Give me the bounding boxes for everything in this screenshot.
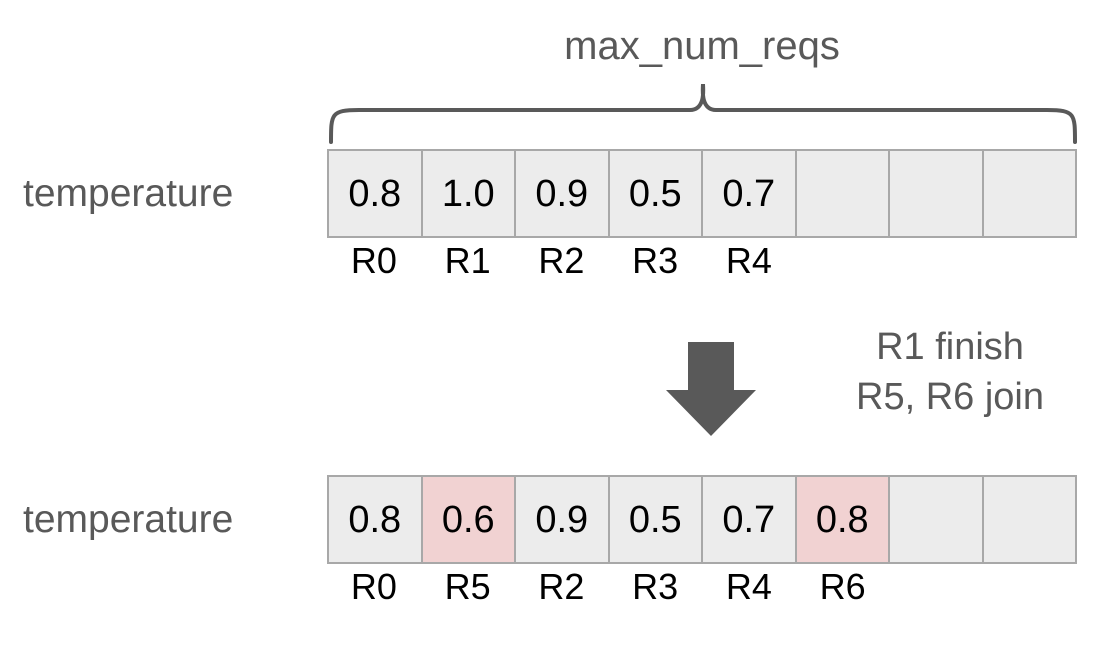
tick-label: R5: [444, 566, 491, 607]
array-cell[interactable]: 0.5: [609, 477, 703, 562]
tick-label: R4: [725, 566, 772, 607]
array-cell[interactable]: 0.7: [703, 151, 797, 236]
tick-label: [890, 241, 984, 281]
array-cell[interactable]: 1.0: [422, 151, 516, 236]
array-cell[interactable]: [983, 151, 1075, 236]
annotation-line-2: R5, R6 join: [856, 376, 1044, 418]
array-cell[interactable]: 0.9: [516, 477, 610, 562]
array-cell[interactable]: [890, 151, 984, 236]
annotation-line-1: R1 finish: [876, 326, 1024, 368]
bracket-label: max_num_reqs: [564, 24, 840, 68]
array-cell[interactable]: [796, 151, 890, 236]
tick-label: R0: [350, 566, 397, 607]
array-cell[interactable]: 0.8: [329, 477, 423, 562]
tick-label: R3: [632, 566, 679, 607]
array-cells-before: 0.8 1.0 0.9 0.5 0.7: [327, 149, 1077, 238]
array-ticks-before: R0 R1 R2 R3 R4: [327, 241, 1077, 281]
array-cell-highlighted[interactable]: 0.8: [796, 477, 890, 562]
array-cell[interactable]: [983, 477, 1075, 562]
tick-label: R6: [819, 566, 866, 607]
tick-label: [796, 241, 890, 281]
array-row-after: temperature 0.8 0.6 0.9 0.5 0.7 0.8 R0 R…: [0, 475, 1110, 606]
array-cell[interactable]: [890, 477, 984, 562]
down-arrow-icon: [666, 342, 756, 436]
row-label-before: temperature: [23, 172, 234, 215]
array-row-before: temperature 0.8 1.0 0.9 0.5 0.7 R0 R1 R2…: [0, 149, 1110, 280]
tick-label: R2: [538, 566, 585, 607]
array-ticks-after: R0 R5 R2 R3 R4 R6: [327, 567, 1077, 607]
array-cell[interactable]: 0.5: [609, 151, 703, 236]
transition-annotation: R1 finish R5, R6 join: [800, 322, 1100, 422]
tick-label: [983, 241, 1077, 281]
array-cell[interactable]: 0.7: [703, 477, 797, 562]
array-cells-after: 0.8 0.6 0.9 0.5 0.7 0.8: [327, 475, 1077, 564]
tick-label: R3: [632, 240, 679, 281]
array-cell[interactable]: 0.8: [329, 151, 423, 236]
array-cell-highlighted[interactable]: 0.6: [422, 477, 516, 562]
curly-brace-icon: [329, 83, 1077, 144]
array-cell[interactable]: 0.9: [516, 151, 610, 236]
tick-label: [890, 567, 984, 607]
tick-label: R4: [725, 240, 772, 281]
tick-label: R0: [350, 240, 397, 281]
tick-label: R2: [538, 240, 585, 281]
row-label-after: temperature: [23, 498, 234, 541]
tick-label: [983, 567, 1077, 607]
tick-label: R1: [444, 240, 491, 281]
